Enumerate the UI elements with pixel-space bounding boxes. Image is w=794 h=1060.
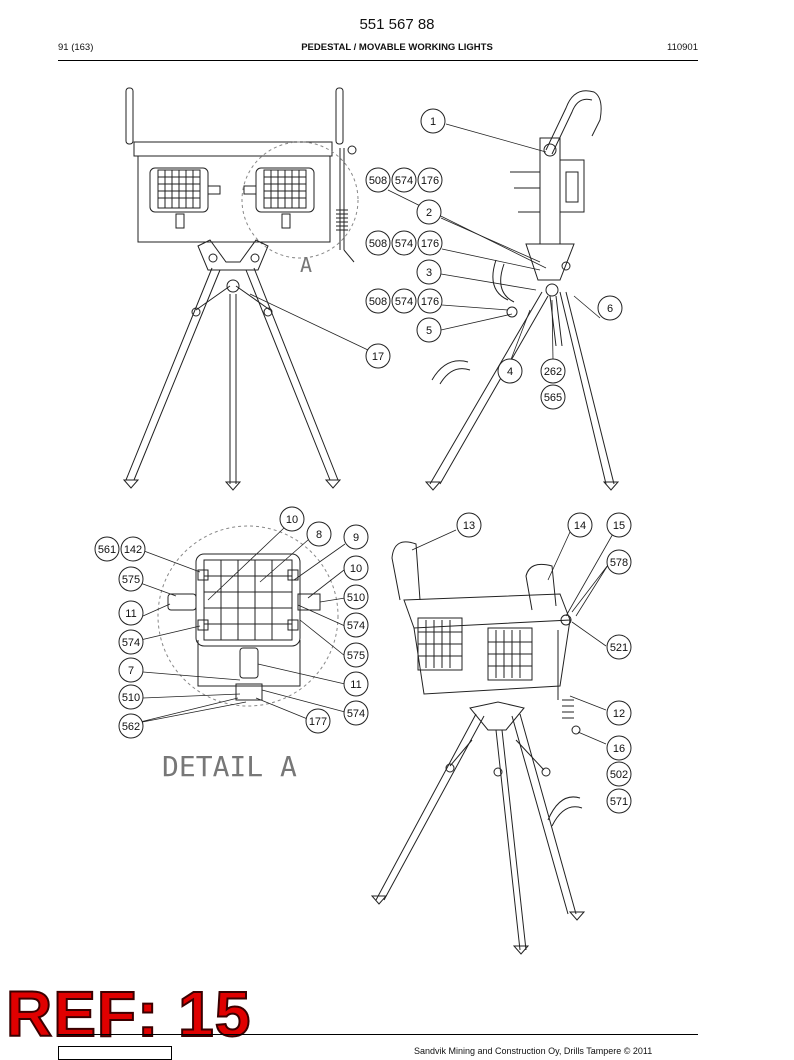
callout-6: 6 [607, 303, 613, 315]
callout-574: 574 [395, 175, 413, 187]
callout-5: 5 [426, 325, 432, 337]
callout-508: 508 [369, 238, 387, 250]
callout-508: 508 [369, 296, 387, 308]
callout-574: 574 [347, 620, 365, 632]
callout-1: 1 [430, 116, 436, 128]
callout-7: 7 [128, 665, 134, 677]
front-view [122, 87, 359, 491]
callout-574: 574 [395, 296, 413, 308]
callout-17: 17 [372, 351, 384, 363]
callout-15: 15 [613, 520, 625, 532]
callout-574: 574 [347, 708, 365, 720]
detail-a-view [157, 525, 339, 707]
callout-142: 142 [124, 544, 142, 556]
callout-510: 510 [122, 692, 140, 704]
callout-4: 4 [507, 366, 513, 378]
page-number: 91 (163) [58, 42, 94, 53]
callout-labels: 1 2 3 5 4 6 262 565 17 508 574 176 508 5… [98, 116, 628, 808]
callout-502: 502 [610, 769, 628, 781]
callout-508: 508 [369, 175, 387, 187]
callout-571: 571 [610, 796, 628, 808]
callout-12: 12 [613, 708, 625, 720]
detail-title: DETAIL A [162, 750, 297, 783]
callout-521: 521 [610, 642, 628, 654]
footer-divider [58, 1034, 698, 1035]
callout-574: 574 [395, 238, 413, 250]
callout-10: 10 [350, 563, 362, 575]
callout-177: 177 [309, 716, 327, 728]
callout-11: 11 [350, 679, 361, 691]
callout-565: 565 [544, 392, 562, 404]
callout-574: 574 [122, 637, 140, 649]
callout-575: 575 [122, 574, 140, 586]
callout-510: 510 [347, 592, 365, 604]
isometric-view [370, 541, 586, 955]
page-title: PEDESTAL / MOVABLE WORKING LIGHTS [301, 42, 493, 53]
leader-lines [131, 123, 615, 745]
document-code: 110901 [667, 42, 698, 53]
callout-561: 561 [98, 544, 116, 556]
callout-3: 3 [426, 267, 432, 279]
callout-2: 2 [426, 207, 432, 219]
callout-16: 16 [613, 743, 625, 755]
callout-14: 14 [574, 520, 586, 532]
side-view [424, 90, 620, 491]
callout-13: 13 [463, 520, 475, 532]
callout-176: 176 [421, 296, 439, 308]
document-number: 551 567 88 [359, 16, 435, 33]
callout-8: 8 [316, 529, 322, 541]
callout-562: 562 [122, 721, 140, 733]
header-divider [58, 60, 698, 61]
callout-176: 176 [421, 175, 439, 187]
footer-copyright: Sandvik Mining and Construction Oy, Dril… [414, 1046, 653, 1056]
logo-placeholder [58, 1046, 172, 1060]
callout-9: 9 [353, 532, 359, 544]
ref-stamp: REF: 15 [5, 978, 252, 1050]
callout-176: 176 [421, 238, 439, 250]
view-letter: A [300, 253, 312, 277]
callout-bubbles [94, 108, 632, 814]
callout-575: 575 [347, 650, 365, 662]
callout-11: 11 [125, 608, 136, 620]
callout-262: 262 [544, 366, 562, 378]
callout-578: 578 [610, 557, 628, 569]
callout-10: 10 [286, 514, 298, 526]
